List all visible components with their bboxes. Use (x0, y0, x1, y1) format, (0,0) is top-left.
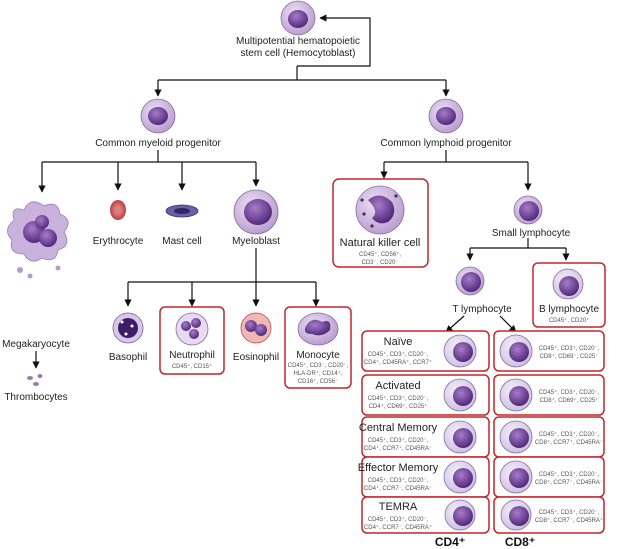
eosinophil-icon (240, 312, 272, 344)
cd4-row-markers-2: CD4⁺, CCR7⁺, CD45RA⁻ (364, 445, 432, 452)
cd4-row-markers-2: CD4⁺, CCR7⁻, CD45RA⁻ (364, 485, 432, 492)
monocyte-markers-2: HLA-DR⁺, CD14⁺, (293, 370, 342, 377)
mast-cell-icon (165, 204, 199, 218)
monocyte-icon (297, 312, 339, 346)
cd4-row-4: TEMRA CD45⁺, CD3⁺, CD20⁻, CD4⁺, CCR7⁻, C… (361, 496, 490, 534)
cd8-row-markers-2: CD8⁺, CCR7⁻, CD45RA⁻ (535, 479, 603, 486)
t-cell-icon (499, 420, 533, 454)
small-lymphocyte-label: Small lymphocyte (492, 228, 571, 239)
t-cell-icon (443, 460, 477, 494)
t-cell-icon (499, 378, 533, 412)
connectors (32, 14, 570, 369)
myeloblast-label: Myeloblast (232, 236, 280, 247)
megakaryocyte-icon (7, 201, 69, 279)
erythrocyte-label: Erythrocyte (93, 236, 144, 247)
cd4-row-title: Activated (375, 380, 420, 392)
myeloblast-icon (233, 189, 279, 235)
hsc-label-line2: stem cell (Hemocytoblast) (240, 48, 355, 59)
cd8-row-markers-1: CD45⁺, CD3⁺, CD20⁻, (539, 389, 600, 396)
t-cell-icon (443, 378, 477, 412)
lymphoid-label: Common lymphoid progenitor (380, 138, 512, 149)
neutrophil-label: Neutrophil (169, 350, 215, 361)
basophil-icon (112, 312, 144, 344)
cd4-row-title: TEMRA (379, 501, 418, 513)
basophil-label: Basophil (109, 352, 147, 363)
cd8-row-markers-1: CD45⁺, CD3⁺, CD20⁻, (539, 471, 600, 478)
cd8-row-0: CD45⁺, CD3⁺, CD20⁻, CD8⁺, CD69⁻, CD25⁻ (493, 330, 605, 372)
cd8-row-markers-1: CD45⁺, CD3⁺, CD20⁻, (539, 345, 600, 352)
cd4-row-title: Naïve (384, 336, 413, 348)
t-lymphocyte-icon (455, 266, 485, 296)
cd4-row-markers-2: CD4⁺, CCR7⁻, CD45RA⁺ (364, 524, 432, 531)
lymphoid-progenitor-icon (428, 98, 464, 134)
megakaryocyte-label: Megakaryocyte (2, 339, 70, 350)
b-lymphocyte-label: B lymphocyte (539, 304, 599, 315)
myeloid-progenitor-icon (140, 98, 176, 134)
nk-markers-1: CD45⁺, CD56⁺, (359, 251, 401, 258)
cd8-row-markers-1: CD45⁺, CD3⁺, CD20⁻, (539, 509, 600, 516)
cd4-row-title: Central Memory (359, 422, 438, 434)
cd8-row-markers-2: CD8⁺, CCR7⁺, CD45RA⁻ (535, 439, 603, 446)
cd4-row-markers-2: CD4⁺, CD69⁺, CD25⁺ (369, 403, 428, 410)
myeloid-label: Common myeloid progenitor (95, 138, 221, 149)
t-cell-icon (444, 499, 476, 531)
monocyte-markers-3: CD16⁺, CD56⁻ (298, 378, 338, 385)
monocyte-label: Monocyte (296, 350, 340, 361)
thrombocytes-label: Thrombocytes (4, 392, 67, 403)
cd4-row-1: Activated CD45⁺, CD3⁺, CD20⁻, CD4⁺, CD69… (361, 374, 490, 416)
t-cell-icon (499, 334, 533, 368)
t-cell-icon (443, 420, 477, 454)
cd4-row-markers-1: CD45⁺, CD3⁺, CD20⁻, (368, 516, 429, 523)
cd8-row-markers-2: CD8⁺, CD69⁻, CD25⁻ (540, 353, 599, 360)
cd4-row-title: Effector Memory (358, 462, 439, 474)
cd8-row-2: CD45⁺, CD3⁺, CD20⁻, CD8⁺, CCR7⁺, CD45RA⁻ (493, 416, 605, 458)
cd4-row-markers-1: CD45⁺, CD3⁺, CD20⁻, (368, 351, 429, 358)
nk-markers-2: CD3⁻, CD20⁻ (361, 260, 398, 266)
stem-cell-icon (280, 0, 316, 36)
cd4-heading: CD4⁺ (435, 535, 465, 549)
t-cell-icon (500, 499, 532, 531)
cd4-row-markers-2: CD4⁺, CD45RA⁺, CCR7⁺ (364, 359, 432, 366)
cd8-row-markers-2: CD8⁺, CCR7⁻, CD45RA⁺ (535, 517, 603, 524)
t-lymphocyte-label: T lymphocyte (452, 304, 512, 315)
cd4-row-markers-1: CD45⁺, CD3⁺, CD20⁻, (368, 395, 429, 402)
monocyte-markers-1: CD45⁺, CD3⁻, CD20⁻, (288, 362, 349, 369)
hsc-label-line1: Multipotential hematopoietic (236, 36, 360, 47)
nk-label: Natural killer cell (340, 237, 421, 249)
erythrocyte-icon (110, 200, 126, 220)
cd4-row-0: Naïve CD45⁺, CD3⁺, CD20⁻, CD4⁺, CD45RA⁺,… (361, 330, 490, 372)
thrombocytes-icon (27, 374, 43, 386)
neutrophil-icon (175, 312, 209, 346)
cd8-row-markers-1: CD45⁺, CD3⁺, CD20⁻, (539, 431, 600, 438)
cd4-row-markers-1: CD45⁺, CD3⁺, CD20⁻, (368, 437, 429, 444)
cd8-row-markers-2: CD8⁺, CD69⁺, CD25⁺ (540, 397, 599, 404)
cd8-row-1: CD45⁺, CD3⁺, CD20⁻, CD8⁺, CD69⁺, CD25⁺ (493, 374, 605, 416)
small-lymphocyte-icon (513, 195, 543, 225)
cd8-heading: CD8⁺ (505, 535, 535, 549)
b-lymphocyte-markers: CD45⁺, CD20⁺ (549, 317, 589, 324)
eosinophil-label: Eosinophil (233, 352, 279, 363)
cd4-row-3: Effector Memory CD45⁺, CD3⁺, CD20⁻, CD4⁺… (358, 456, 490, 498)
cd8-row-4: CD45⁺, CD3⁺, CD20⁻, CD8⁺, CCR7⁻, CD45RA⁺ (493, 496, 605, 534)
cd4-row-2: Central Memory CD45⁺, CD3⁺, CD20⁻, CD4⁺,… (359, 416, 490, 458)
natural-killer-cell-icon (355, 185, 405, 235)
t-cell-icon (443, 334, 477, 368)
cd4-row-markers-1: CD45⁺, CD3⁺, CD20⁻, (368, 477, 429, 484)
mast-cell-label: Mast cell (162, 236, 201, 247)
b-lymphocyte-icon (552, 268, 584, 300)
t-cell-icon (499, 460, 533, 494)
neutrophil-markers: CD45⁺, CD15⁺ (172, 363, 212, 370)
cd8-row-3: CD45⁺, CD3⁺, CD20⁻, CD8⁺, CCR7⁻, CD45RA⁻ (493, 456, 605, 498)
